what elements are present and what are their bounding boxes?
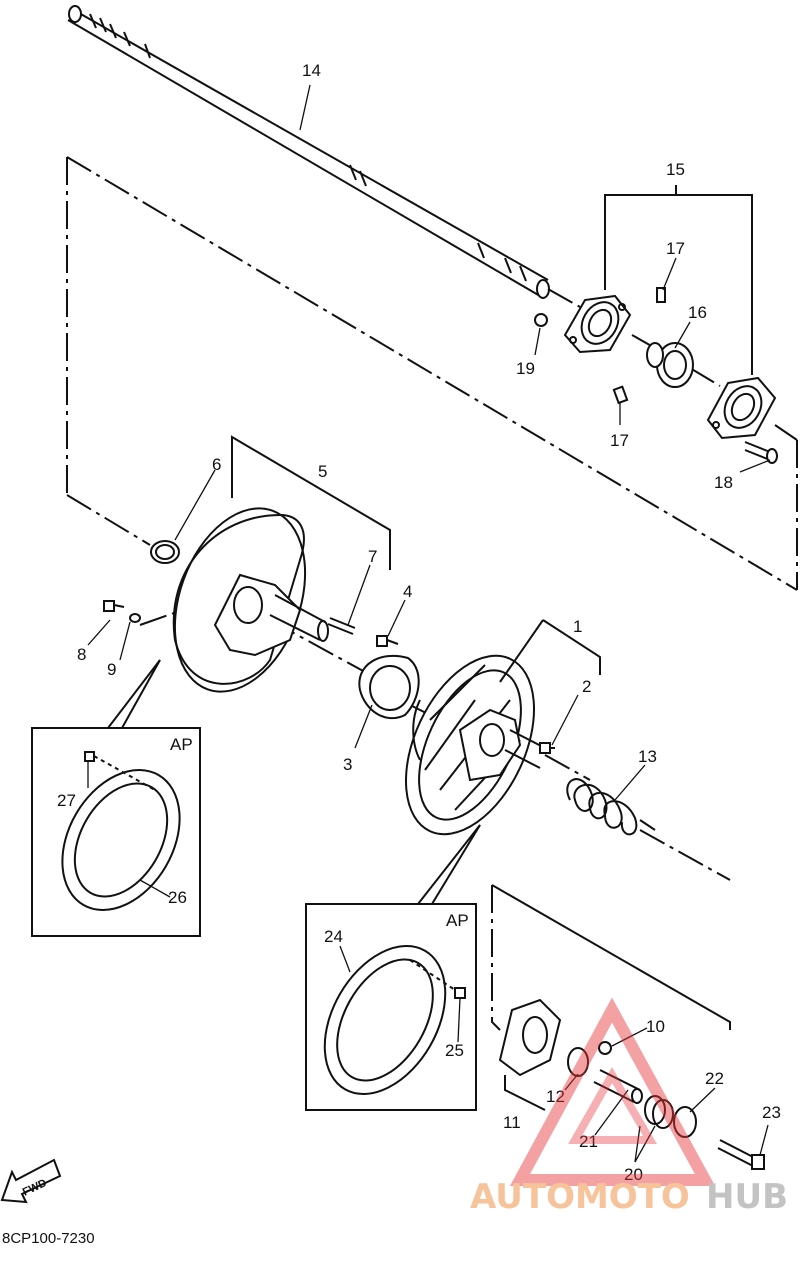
label-part-22: 22 (705, 1069, 724, 1088)
collar-part (598, 1041, 612, 1055)
flange-bearing-housing-left (563, 294, 632, 354)
bolt-part (454, 987, 466, 999)
movable-sheave-part (404, 654, 546, 836)
label-part-24: 24 (324, 927, 343, 946)
bracket-1 (542, 619, 601, 675)
washer-part (652, 1099, 674, 1129)
label-part-21: 21 (579, 1132, 598, 1151)
flange-bearing-housing-right (706, 376, 777, 440)
label-part-27: 27 (57, 791, 76, 810)
leader-lines (87, 84, 771, 1163)
bearing-part (646, 342, 694, 388)
label-part-18: 18 (714, 473, 733, 492)
label-part-14: 14 (302, 61, 321, 80)
label-part-6: 6 (212, 455, 221, 474)
inset-box-right (305, 903, 477, 1111)
diagram-code: 8CP100-7230 (2, 1230, 95, 1247)
label-part-8: 8 (77, 645, 86, 664)
bolt-part (376, 635, 399, 647)
shaft-part (67, 5, 550, 299)
bolt-part (539, 742, 555, 754)
bushing-part (567, 1047, 589, 1077)
inset-tag-right: AP (446, 911, 469, 930)
watermark-logo: AUTOMOTO HUB (470, 997, 788, 1217)
set-screw-part (612, 385, 629, 405)
label-part-25: 25 (445, 1041, 464, 1060)
label-part-16: 16 (688, 303, 707, 322)
label-part-10: 10 (646, 1017, 665, 1036)
label-part-11: 11 (503, 1113, 521, 1132)
label-part-26: 26 (168, 888, 187, 907)
watermark-text-1: AUTOMOTO (470, 1177, 690, 1217)
label-part-13: 13 (638, 747, 657, 766)
label-part-4: 4 (403, 582, 412, 601)
fixed-sheave-part (172, 507, 329, 693)
part-labels: 1 2 3 4 5 6 7 8 9 10 11 12 13 14 15 16 1… (2, 61, 781, 1247)
label-part-17b: 17 (610, 431, 629, 450)
shim-plate-part (323, 945, 447, 1095)
bolt-part (84, 751, 95, 762)
bracket-15 (604, 194, 753, 375)
bolt-part (103, 600, 125, 612)
inset-tag-left: AP (170, 735, 193, 754)
label-part-5: 5 (318, 462, 327, 481)
sleeve-part (593, 1069, 643, 1104)
label-part-20: 20 (624, 1165, 643, 1184)
watermark-text-2: HUB (706, 1177, 788, 1217)
cam-plate-part (358, 654, 420, 720)
bolt-part (717, 1139, 765, 1170)
label-part-9: 9 (107, 660, 116, 679)
spring-cap-part (498, 998, 562, 1077)
bolt-part (744, 441, 778, 464)
oil-seal-part (150, 540, 180, 564)
label-part-15: 15 (666, 160, 685, 179)
label-part-1: 1 (573, 617, 582, 636)
bracket-5 (231, 435, 391, 570)
label-part-12: 12 (546, 1087, 565, 1106)
pin-part (327, 617, 356, 635)
set-screw-part (656, 287, 666, 303)
label-part-2: 2 (582, 677, 591, 696)
spring-part (566, 778, 656, 836)
label-part-7: 7 (368, 547, 377, 566)
label-part-3: 3 (343, 755, 352, 774)
nut-part (534, 313, 548, 327)
label-part-19: 19 (516, 359, 535, 378)
forward-arrow-icon (0, 1158, 62, 1204)
label-part-17a: 17 (666, 239, 685, 258)
inset-box-left (31, 727, 201, 937)
washer-part (129, 613, 141, 623)
cap-part (673, 1106, 697, 1138)
label-part-23: 23 (762, 1103, 781, 1122)
